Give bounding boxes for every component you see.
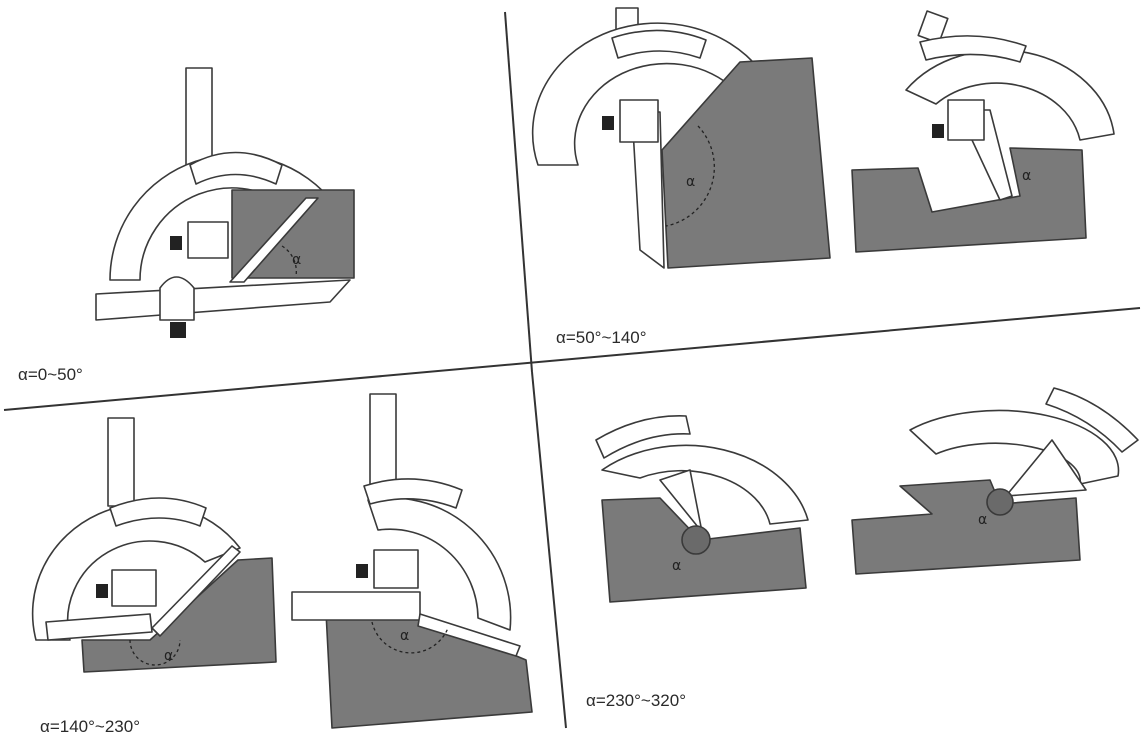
angle-arc bbox=[371, 621, 449, 654]
angle-label: α bbox=[1022, 168, 1031, 184]
angle-arc bbox=[281, 245, 297, 277]
base-rule bbox=[291, 591, 421, 621]
divider-horizontal bbox=[3, 307, 1141, 411]
base-rule bbox=[95, 279, 351, 321]
angle-label: α bbox=[686, 174, 695, 190]
knob bbox=[96, 584, 108, 598]
workpiece bbox=[851, 479, 1081, 575]
vernier-head bbox=[363, 478, 463, 509]
vernier-head bbox=[109, 497, 207, 527]
divider-vertical-bottom bbox=[531, 371, 567, 729]
panel-2-illustration-a: α bbox=[531, 7, 831, 269]
vernier-head bbox=[1045, 387, 1139, 453]
clamp-block bbox=[187, 221, 229, 259]
straight-edge bbox=[229, 197, 319, 283]
angle-arc bbox=[129, 639, 181, 666]
workpiece bbox=[851, 147, 1087, 253]
panel-4-caption: α=230°~320° bbox=[586, 691, 686, 710]
panel-4-illustration-b: α bbox=[851, 387, 1139, 575]
clamp-block bbox=[111, 569, 157, 607]
panel-3-illustration-b: α bbox=[291, 393, 533, 729]
knob bbox=[170, 236, 182, 250]
vernier-head bbox=[611, 29, 707, 59]
scale-arc bbox=[601, 444, 809, 525]
scale-arc bbox=[909, 409, 1120, 485]
workpiece bbox=[231, 189, 355, 279]
base-rule bbox=[45, 613, 153, 641]
angle-label: α bbox=[164, 648, 173, 664]
panel-1-illustration: α bbox=[95, 67, 355, 338]
knob bbox=[602, 116, 614, 130]
clamp-block bbox=[619, 99, 659, 143]
panel-4-illustration-a: α bbox=[595, 415, 809, 603]
scale-arc bbox=[31, 502, 241, 641]
knob bbox=[356, 564, 368, 578]
clamp-triangle bbox=[1005, 439, 1087, 497]
angle-arc bbox=[665, 125, 715, 227]
blade-vertical bbox=[107, 417, 135, 507]
angle-label: α bbox=[978, 512, 987, 528]
straight-edge bbox=[151, 545, 241, 637]
workpiece bbox=[661, 57, 831, 269]
angle-label: α bbox=[292, 252, 301, 268]
clamp-block bbox=[947, 99, 985, 141]
clamp-triangle bbox=[659, 469, 703, 533]
lock-nut bbox=[159, 276, 195, 321]
scale-arc bbox=[531, 22, 761, 166]
panel-2-caption: α=50°~140° bbox=[556, 328, 647, 347]
angle-label: α bbox=[672, 558, 681, 574]
knob bbox=[932, 124, 944, 138]
pivot bbox=[681, 525, 711, 555]
vernier-head bbox=[595, 415, 691, 459]
vernier-head bbox=[189, 151, 283, 185]
clamp-block bbox=[373, 549, 419, 589]
blade-vertical bbox=[369, 393, 397, 495]
angle-label: α bbox=[400, 628, 409, 644]
panel-3-illustration-a: α bbox=[31, 417, 277, 673]
panel-2-illustration-b: α bbox=[851, 10, 1115, 253]
scale-arc bbox=[367, 497, 512, 631]
knob-bottom bbox=[170, 322, 186, 338]
vernier-head bbox=[919, 35, 1027, 63]
pivot bbox=[986, 488, 1014, 516]
panel-3-caption: α=140°~230° bbox=[40, 717, 140, 736]
straight-edge bbox=[417, 613, 521, 657]
divider-vertical-top bbox=[504, 11, 533, 373]
panel-1-caption: α=0~50° bbox=[18, 365, 83, 384]
